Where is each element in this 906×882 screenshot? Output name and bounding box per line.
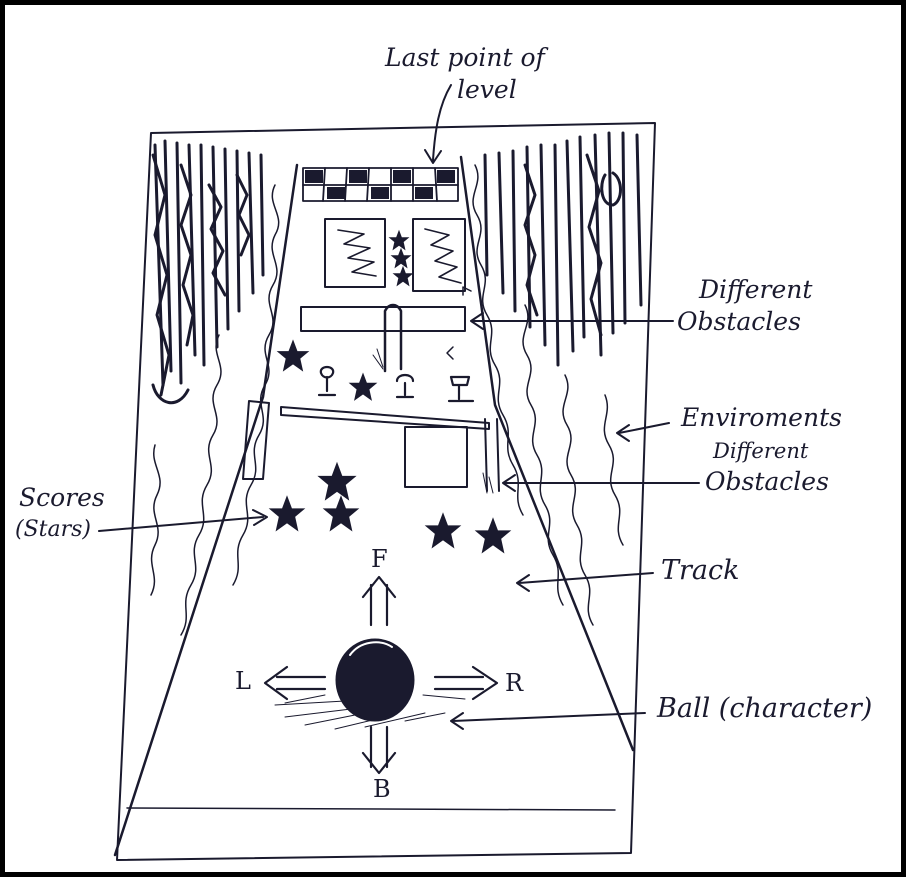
label-environments: Enviroments xyxy=(681,405,842,430)
label-different-obstacles-2: Different xyxy=(713,441,808,462)
label-obstacles-2: Obstacles xyxy=(705,469,829,494)
label-scores: Scores xyxy=(19,485,105,510)
label-last-point: Last point of xyxy=(385,45,545,70)
label-obstacles-1: Obstacles xyxy=(677,309,801,334)
arrow-left-icon xyxy=(265,667,325,699)
star-icon xyxy=(478,520,509,551)
label-track: Track xyxy=(661,557,740,584)
grass-border-right xyxy=(473,165,623,625)
star-icon xyxy=(279,342,307,370)
label-ball-character: Ball (character) xyxy=(657,695,872,722)
small-obstacles xyxy=(319,367,473,401)
star-icon xyxy=(321,465,354,498)
gate-obstacle xyxy=(243,401,499,493)
wall-obstacle-right xyxy=(413,219,465,291)
direction-back: B xyxy=(373,777,391,801)
arrow-ball xyxy=(451,713,645,729)
arrow-obstacles-2 xyxy=(503,475,699,491)
star-icon xyxy=(326,498,357,529)
barrier-bar xyxy=(301,307,465,331)
star-icon xyxy=(351,375,375,399)
star-icon xyxy=(390,231,408,249)
arrow-scores xyxy=(99,510,267,531)
pillar-obstacle xyxy=(385,305,401,371)
finish-line xyxy=(303,168,458,201)
score-stars xyxy=(272,231,509,551)
star-icon xyxy=(392,249,410,267)
label-level: level xyxy=(457,77,517,102)
star-icon xyxy=(272,498,303,529)
direction-forward: F xyxy=(371,547,388,571)
track-left-edge xyxy=(115,165,297,855)
ball-character xyxy=(337,640,413,720)
direction-left: L xyxy=(235,669,251,693)
forest-right xyxy=(485,133,641,365)
arrow-last-point xyxy=(425,85,451,163)
star-icon xyxy=(394,267,412,285)
forest-left xyxy=(153,141,263,403)
track-marks xyxy=(447,287,471,359)
track-bottom-line xyxy=(127,808,615,810)
direction-right: R xyxy=(505,671,523,695)
arrow-environments xyxy=(617,423,669,441)
arrow-right-icon xyxy=(435,667,497,699)
star-icon xyxy=(428,515,459,546)
label-different-obstacles-1: Different xyxy=(699,277,812,302)
arrow-back-icon xyxy=(363,727,395,773)
arrow-forward-icon xyxy=(363,577,395,625)
label-stars: (Stars) xyxy=(15,519,91,541)
pillar-shadow xyxy=(373,349,383,369)
wall-obstacle-left xyxy=(325,219,385,287)
